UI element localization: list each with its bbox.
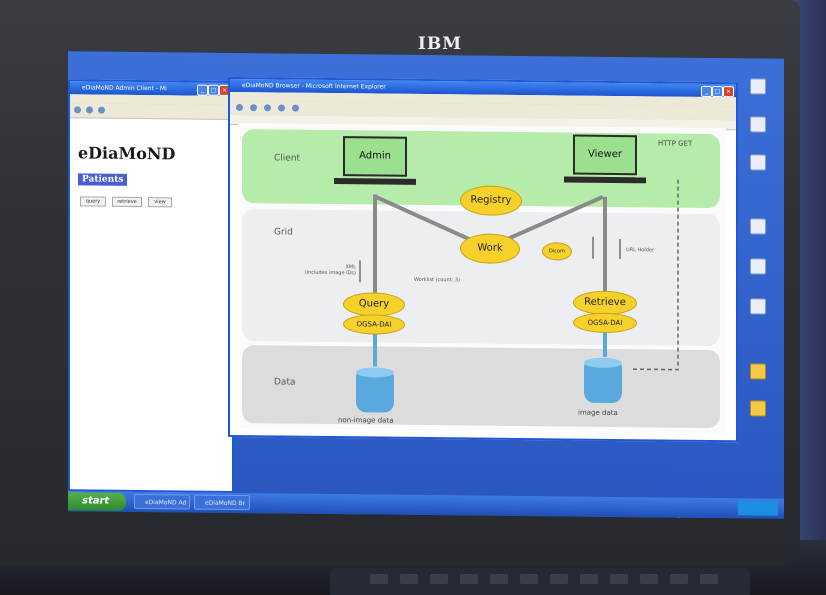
key [550,574,568,584]
section-label: Patients [78,173,128,186]
key [640,574,658,584]
close-button[interactable]: × [723,86,734,98]
non-image-data-label: non-image data [338,416,394,425]
architecture-diagram: Client Grid Data Admin Viewer Registry W… [238,123,726,434]
key [490,574,508,584]
monitor-brand-logo: IBM [417,34,463,54]
stop-icon[interactable] [264,104,271,112]
document-icon [750,116,766,133]
desktop-icon[interactable] [738,218,778,252]
tab-retrieve[interactable]: retrieve [112,196,142,208]
desktop-icon[interactable] [738,78,778,112]
minimize-button[interactable]: _ [701,85,712,97]
monitor-screen: eDiaMoND Admin Client - Mi _ □ × eDiaMoN… [68,51,784,519]
registry-node: Registry [460,185,522,217]
folder-icon [750,400,766,417]
desktop-icon[interactable] [738,298,778,332]
retrieve-node: Retrieve [573,290,637,316]
maximize-button[interactable]: □ [712,85,723,98]
key [700,574,718,584]
key [430,574,448,584]
back-icon[interactable] [74,106,81,114]
maximize-button[interactable]: □ [208,84,219,96]
refresh-icon[interactable] [278,104,285,112]
xml-label: XML (includes image IDs) [304,264,356,277]
back-icon[interactable] [236,104,243,112]
forward-icon[interactable] [86,106,93,114]
desktop-icon[interactable] [738,400,778,434]
non-image-database [356,372,394,413]
desktop-icon[interactable] [738,363,778,397]
minimize-button[interactable]: _ [197,84,208,96]
dicom-node: Dicom [542,242,572,261]
system-clock [738,500,778,516]
work-node: Work [460,233,520,264]
http-get-label: HTTP GET [658,139,693,148]
http-dashed-line [630,179,679,371]
taskbar-item[interactable]: eDiaMoND Br [194,494,250,511]
home-icon[interactable] [292,104,299,112]
desktop-icon[interactable] [738,258,778,292]
key [370,574,388,584]
refresh-icon[interactable] [98,106,105,114]
viewer-node: Viewer [573,134,637,176]
keyboard-icon [334,178,416,185]
document-icon [750,218,766,235]
key [400,574,418,584]
key [670,574,688,584]
tab-query[interactable]: query [80,196,106,207]
key [610,574,628,584]
camera-icon [750,154,766,171]
document-icon [750,298,766,315]
keyboard-icon [564,176,646,184]
image-database [584,362,622,404]
worklist-label: Worklist (count: 3) [414,276,461,284]
page-title: eDiaMoND [78,143,176,164]
tab-view[interactable]: view [148,197,172,208]
computer-icon [750,78,766,95]
admin-node: Admin [343,136,407,177]
folder-icon [750,363,766,380]
taskbar-item[interactable]: eDiaMoND Ad [134,493,190,510]
diagram-connectors [359,179,679,371]
admin-client-window[interactable]: eDiaMoND Admin Client - Mi _ □ × [68,79,234,493]
ogsa-dai-query: OGSA-DAI [343,314,405,335]
key [580,574,598,584]
desktop-icon[interactable] [738,116,778,150]
query-node: Query [343,292,405,317]
keyboard [330,568,750,595]
toolbar[interactable] [70,103,232,120]
desktop-icon[interactable] [738,154,778,188]
key [460,574,478,584]
url-holder-label: URL Holder [626,247,655,254]
image-data-label: image data [578,408,618,418]
document-icon [750,258,766,275]
start-button[interactable]: start [68,492,126,511]
forward-icon[interactable] [250,104,257,112]
key [520,574,538,584]
